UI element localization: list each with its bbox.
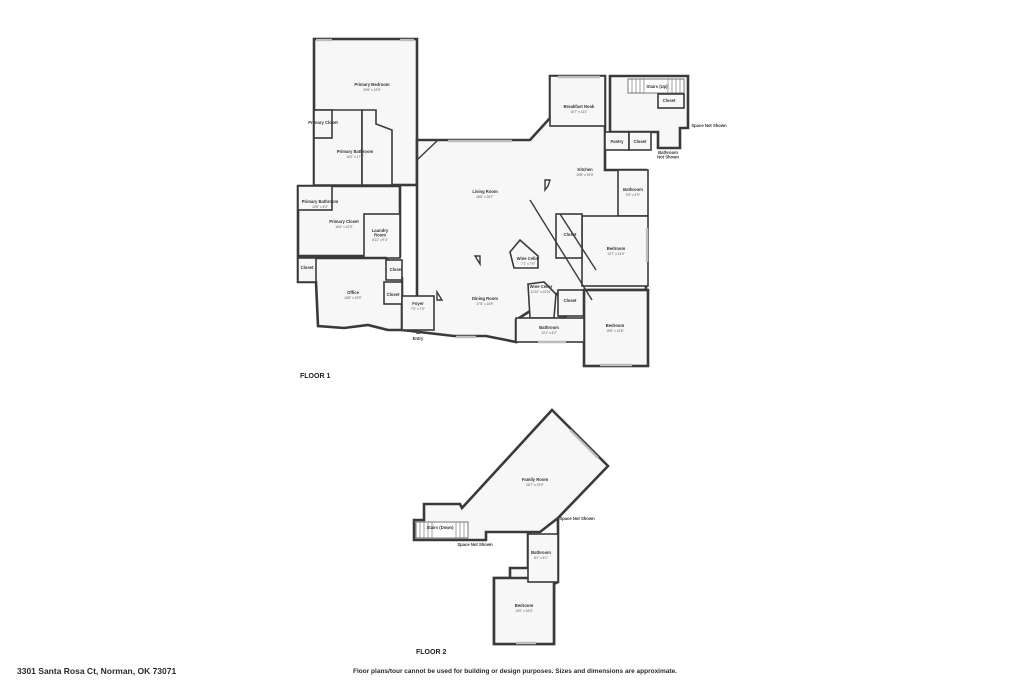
closet-lower-area [557,289,585,317]
dim-bathroom-2: 8'1" x 5'1" [534,556,548,560]
floor-2-plan: Family Room 28'7" x 29'0" Stairs (Down) … [412,408,610,656]
fixture-dining [436,289,444,301]
stairs-up-icon [627,78,685,94]
dim-kitchen: 19'8" x 19'0" [576,173,593,177]
hall-wall-a [529,199,593,301]
label-space-not-shown-a: Space Not Shown [457,542,493,547]
label-primary-bathroom-small: Primary Bathroom [302,199,339,204]
dim-laundry: 8'11" x 9'4" [372,238,387,242]
bathroom-right-area [617,169,649,217]
wine-cellar-1-area [509,238,539,269]
label-closet-lower: Closet [564,298,577,303]
label-primary-closet: Primary Closet [329,219,359,224]
label-dining: Dining Room [472,296,498,301]
label-wine-1: Wine Cellar [517,256,540,261]
label-bathroom-lower: Bathroom [539,325,559,330]
dim-foyer: 7'0" x 7'5" [411,307,425,311]
dim-wine-1: 7'1" x 7'9" [521,262,535,266]
dim-bedroom-mid: 12'7" x 14'0" [607,252,624,256]
bathroom-2-area [527,533,559,583]
wine-cellar-2-area [527,281,557,319]
label-bathroom-not-shown-2: Not Shown [657,155,679,160]
label-space-not-shown: Space Not Shown [691,123,727,128]
label-family-room: Family Room [522,477,549,482]
label-primary-bathroom: Primary Bathroom [337,149,374,154]
dim-primary-bedroom: 20'6" x 19'5" [363,88,380,92]
label-primary-closet-top: Primary Closet [308,120,338,125]
bedroom-mid-area [581,215,649,287]
stair-diagonal [416,139,439,161]
label-bathroom-2: Bathroom [531,550,551,555]
dim-primary-closet: 16'4" x 10'3" [335,225,352,229]
fixture-living [473,255,481,267]
label-closet-pantry: Closet [634,139,647,144]
dim-dining: 17'8" x 15'9" [476,302,493,306]
label-stairs-down: Stairs (Down) [427,525,455,530]
label-closet-left: Closet [301,265,314,270]
closet-foyer-area [383,281,403,305]
dim-bathroom-right: 9'3" x 4'9" [626,193,640,197]
label-bedroom-mid: Bedroom [607,246,626,251]
label-stairs-up: Stairs (Up) [646,84,668,89]
label-breakfast: Breakfast Nook [564,104,595,109]
closet-pantry-area [628,131,652,151]
label-bedroom-lower: Bedroom [606,323,625,328]
closet-office-area [385,259,403,281]
fixture-kitchen [544,179,551,193]
laundry-area [363,213,401,259]
hall-wall-b [559,213,597,271]
dim-breakfast: 16'7" x 13'1" [570,110,587,114]
label-wine-2: Wine Cellar [530,284,553,289]
closet-stairs-area [657,93,685,109]
label-living: Living Room [472,189,498,194]
floor-1-label: FLOOR 1 [300,373,330,380]
disclaimer-text: Floor plans/tour cannot be used for buil… [353,668,677,675]
dim-primary-bathroom-small: 10'8" x 5'3" [312,205,328,209]
dim-office: 16'8" x 15'9" [344,296,361,300]
label-closet-foyer: Closet [387,292,400,297]
breakfast-nook-area [549,75,606,127]
primary-bathroom-small-area [297,185,333,211]
dim-family-room: 28'7" x 29'0" [526,483,543,487]
closet-mid-area [555,213,583,259]
label-primary-bedroom: Primary Bedroom [354,82,389,87]
entry-arrow-icon [416,330,420,334]
dim-bathroom-lower: 13'1" x 6'2" [541,331,557,335]
dim-bedroom-2: 13'0" x 16'0" [515,609,532,613]
floor-1-plan: Primary Bedroom 20'6" x 19'5" Primary Cl… [296,37,727,380]
dim-bedroom-lower: 15'5" x 16'8" [606,329,623,333]
stairs-down-icon [415,521,469,539]
label-closet-office: Closet [390,267,403,272]
primary-closet-top-area [313,109,333,139]
label-bathroom-not-shown: Bathroom [658,150,678,155]
label-laundry: Laundry [372,228,389,233]
closet-left-area [297,257,317,283]
label-laundry-room: Room [374,233,386,238]
label-entry: Entry [413,336,424,341]
label-pantry: Pantry [610,139,624,144]
label-office: Office [347,290,360,295]
label-closet-stairs: Closet [663,98,676,103]
label-space-not-shown-b: Space Not Shown [559,516,595,521]
dim-primary-bathroom: 16'2" x 17'2" [346,155,363,159]
label-closet-mid: Closet [564,232,577,237]
label-bathroom-right: Bathroom [623,187,643,192]
label-kitchen: Kitchen [577,167,593,172]
bathroom-lower-area [515,317,585,343]
dim-wine-2: 11'10" x 10'10" [531,290,552,294]
bedroom-lower-area [582,288,650,368]
label-foyer: Foyer [412,301,424,306]
address-text: 3301 Santa Rosa Ct, Norman, OK 73071 [17,666,177,676]
label-bedroom-2: Bedroom [515,603,534,608]
dim-living: 28'8" x 26'7" [476,195,493,199]
floor-2-label: FLOOR 2 [416,649,446,656]
foyer-area [401,295,435,331]
